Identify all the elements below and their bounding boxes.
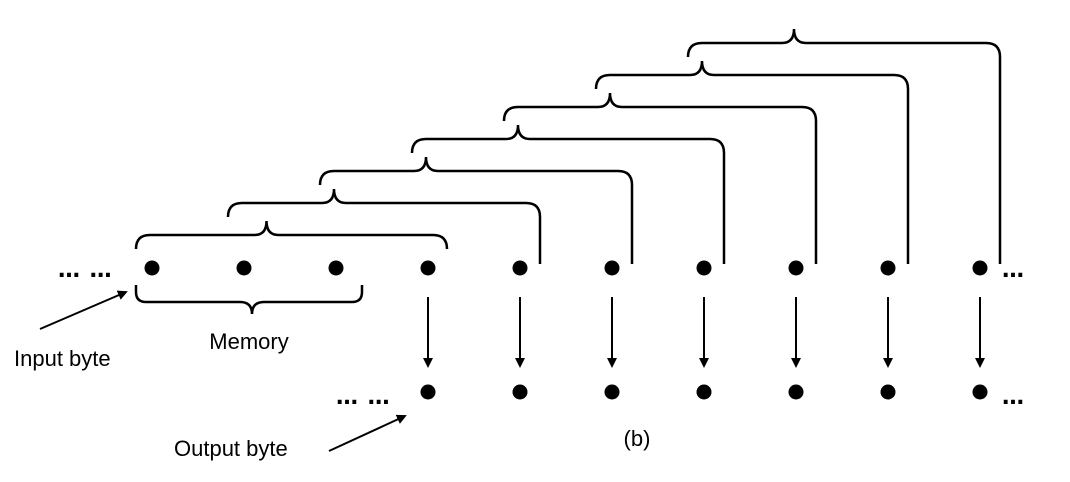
input-byte-dot: [328, 260, 344, 276]
input-byte-dot: [972, 260, 988, 276]
processing-arrows: [423, 297, 985, 368]
memory-label: Memory: [209, 329, 288, 354]
output-byte-dot: [604, 384, 620, 400]
input-byte-dot: [512, 260, 528, 276]
input-right-ellipsis: …: [1002, 258, 1025, 283]
panel-label: (b): [624, 426, 651, 451]
output-byte-dot: [696, 384, 712, 400]
memory-window-brackets: [134, 28, 1002, 264]
memory-brace: [134, 285, 364, 315]
memory-window-bracket: [318, 156, 634, 264]
output-byte-dot: [420, 384, 436, 400]
memory-window-bracket: [410, 124, 726, 264]
memory-window-bracket: [594, 60, 910, 264]
output-byte-dot: [788, 384, 804, 400]
output-byte-pointer-arrow: [328, 414, 407, 452]
output-byte-dot: [972, 384, 988, 400]
output-byte-dot: [512, 384, 528, 400]
input-byte-dot: [604, 260, 620, 276]
output-byte-row: [420, 384, 988, 400]
input-left-ellipsis: … …: [58, 258, 113, 283]
input-byte-dot: [880, 260, 896, 276]
memory-window-bracket: [226, 188, 542, 264]
output-left-ellipsis: … …: [336, 385, 391, 410]
output-byte-label: Output byte: [174, 436, 288, 461]
memory-window-bracket: [686, 28, 1002, 264]
input-byte-dot: [420, 260, 436, 276]
input-byte-row: [144, 260, 988, 276]
input-byte-pointer-arrow: [39, 290, 128, 330]
output-byte-dot: [880, 384, 896, 400]
input-byte-dot: [236, 260, 252, 276]
input-byte-label: Input byte: [14, 346, 111, 371]
input-byte-dot: [788, 260, 804, 276]
memory-window-bracket: [502, 92, 818, 264]
input-byte-dot: [144, 260, 160, 276]
memory-window-bracket: [134, 220, 449, 250]
output-right-ellipsis: …: [1002, 385, 1025, 410]
input-byte-dot: [696, 260, 712, 276]
